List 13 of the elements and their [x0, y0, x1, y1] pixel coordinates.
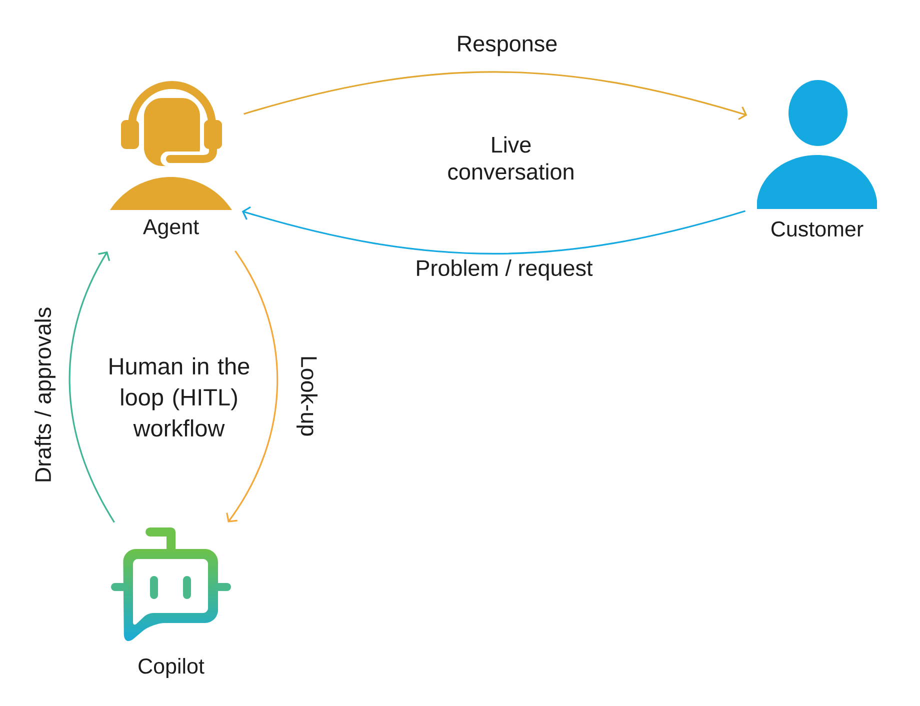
- edge-label: Drafts / approvals: [34, 308, 56, 482]
- edge-label: Problem / request: [417, 260, 593, 280]
- node-label: Copilot: [138, 658, 204, 678]
- curved-arrow: [68, 251, 115, 523]
- edge-label: Look-up: [296, 357, 318, 436]
- center-label: Live conversation: [448, 136, 574, 180]
- node-label: Customer: [772, 221, 864, 237]
- center-label: Human in the loop (HITL) workflow: [110, 357, 250, 437]
- edge-label: Response: [458, 36, 557, 56]
- node-label: Agent: [142, 219, 199, 239]
- curved-arrow: [226, 250, 278, 522]
- curved-arrow: [242, 206, 746, 254]
- curved-arrow: [244, 71, 748, 120]
